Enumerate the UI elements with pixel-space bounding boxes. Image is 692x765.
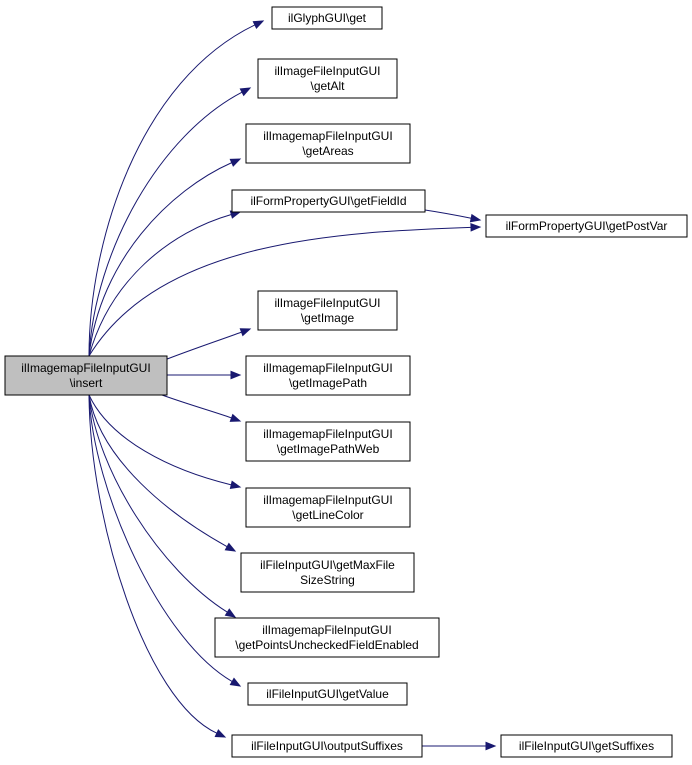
node-getValue[interactable]: ilFileInputGUI\getValue	[247, 682, 408, 706]
edge-insert-to-getLineColor	[88, 394, 242, 489]
arrowhead-icon	[239, 328, 252, 337]
edge-insert-to-getImage	[161, 328, 252, 362]
arrowhead-icon	[214, 729, 227, 738]
edge-line	[88, 24, 256, 357]
arrowhead-icon	[470, 223, 482, 232]
edge-line	[161, 331, 242, 362]
node-box	[271, 6, 383, 30]
edge-line	[88, 213, 232, 357]
edge-insert-to-getAlt	[88, 87, 252, 357]
edge-line	[88, 226, 472, 357]
node-label-line: ilImagemapFileInputGUI	[263, 427, 392, 441]
node-getLineColor[interactable]: ilImagemapFileInputGUI\getLineColor	[245, 487, 411, 528]
node-box	[247, 682, 408, 706]
edge-insert-to-getPointsUnchecked	[88, 394, 237, 618]
node-box	[231, 189, 426, 213]
node-label-line: ilFileInputGUI\outputSuffixes	[251, 739, 403, 753]
arrowhead-icon	[229, 480, 242, 489]
node-label-line: ilImageFileInputGUI	[274, 296, 380, 310]
node-box	[245, 123, 411, 164]
arrowhead-icon	[224, 608, 237, 618]
arrowhead-icon	[229, 677, 242, 687]
node-box	[245, 487, 411, 528]
arrowhead-icon	[485, 741, 497, 751]
node-label-line: \getPointsUncheckedFieldEnabled	[235, 638, 418, 652]
edge-insert-to-outputSuffixes	[88, 394, 227, 738]
node-getFieldId[interactable]: ilFormPropertyGUI\getFieldId	[231, 189, 426, 213]
arrowhead-icon	[230, 370, 242, 380]
edge-getFieldId-to-getPostVar	[424, 209, 482, 223]
edge-insert-to-getMaxFileSizeString	[88, 394, 237, 552]
edge-line	[88, 394, 232, 486]
node-box	[485, 214, 688, 238]
arrowhead-icon	[252, 20, 265, 30]
node-getPointsUnchecked[interactable]: ilImagemapFileInputGUI\getPointsUnchecke…	[214, 617, 440, 658]
node-label-line: \getImage	[301, 311, 355, 325]
edge-insert-to-getPostVar	[88, 223, 482, 357]
edge-line	[88, 91, 243, 357]
edge-insert-to-getImagePathWeb	[161, 394, 242, 422]
node-box	[245, 355, 411, 396]
node-label-line: \getImagePath	[289, 376, 367, 390]
node-getImagePathWeb[interactable]: ilImagemapFileInputGUI\getImagePathWeb	[245, 421, 411, 462]
node-box	[245, 421, 411, 462]
node-label-line: ilFormPropertyGUI\getPostVar	[506, 219, 668, 233]
node-insert[interactable]: ilImagemapFileInputGUI\insert	[4, 355, 168, 396]
node-box	[257, 58, 398, 99]
nodes-layer: ilImagemapFileInputGUI\insertilGlyphGUI\…	[4, 6, 688, 758]
arrowhead-icon	[239, 87, 252, 97]
node-label-line: ilImagemapFileInputGUI	[263, 129, 392, 143]
node-label-line: \getAlt	[310, 79, 345, 93]
arrowhead-icon	[229, 158, 242, 167]
node-label-line: ilImagemapFileInputGUI	[263, 493, 392, 507]
node-box	[500, 734, 673, 758]
arrowhead-icon	[224, 542, 237, 552]
node-label-line: ilGlyphGUI\get	[288, 11, 367, 25]
node-label-line: \getLineColor	[292, 508, 363, 522]
node-box	[4, 355, 168, 396]
edge-line	[88, 394, 228, 613]
arrowhead-icon	[469, 213, 482, 223]
edge-insert-to-getValue	[88, 394, 242, 687]
node-label-line: \insert	[70, 376, 103, 390]
edge-insert-to-getImagePath	[166, 370, 242, 380]
node-label-line: SizeString	[300, 573, 355, 587]
node-getAlt[interactable]: ilImageFileInputGUI\getAlt	[257, 58, 398, 99]
edge-line	[88, 394, 228, 548]
node-label-line: \getImagePathWeb	[277, 442, 380, 456]
node-box	[257, 290, 398, 331]
node-label-line: ilImagemapFileInputGUI	[21, 361, 150, 375]
node-getImage[interactable]: ilImageFileInputGUI\getImage	[257, 290, 398, 331]
node-label-line: ilImagemapFileInputGUI	[262, 623, 391, 637]
node-box	[240, 552, 415, 593]
node-getImagePath[interactable]: ilImagemapFileInputGUI\getImagePath	[245, 355, 411, 396]
node-getSuffixes[interactable]: ilFileInputGUI\getSuffixes	[500, 734, 673, 758]
node-label-line: ilImagemapFileInputGUI	[263, 361, 392, 375]
edge-line	[88, 394, 233, 682]
node-glyph_get[interactable]: ilGlyphGUI\get	[271, 6, 383, 30]
edge-line	[424, 209, 472, 219]
node-getAreas[interactable]: ilImagemapFileInputGUI\getAreas	[245, 123, 411, 164]
node-label-line: \getAreas	[302, 144, 353, 158]
edge-insert-to-getAreas	[88, 158, 242, 357]
node-getPostVar[interactable]: ilFormPropertyGUI\getPostVar	[485, 214, 688, 238]
node-outputSuffixes[interactable]: ilFileInputGUI\outputSuffixes	[231, 734, 423, 758]
edge-outputSuffixes-to-getSuffixes	[422, 741, 497, 751]
edge-line	[88, 394, 218, 734]
node-label-line: ilImageFileInputGUI	[274, 64, 380, 78]
node-label-line: ilFileInputGUI\getMaxFile	[260, 558, 395, 572]
node-label-line: ilFileInputGUI\getSuffixes	[519, 739, 654, 753]
edge-insert-to-getFieldId	[88, 210, 242, 357]
arrowhead-icon	[229, 413, 242, 422]
node-label-line: ilFormPropertyGUI\getFieldId	[250, 194, 406, 208]
edge-line	[88, 162, 232, 357]
node-box	[214, 617, 440, 658]
edge-line	[161, 394, 232, 419]
node-label-line: ilFileInputGUI\getValue	[266, 687, 389, 701]
edge-insert-to-glyph_get	[88, 20, 265, 357]
edges-layer	[88, 20, 497, 751]
node-box	[231, 734, 423, 758]
